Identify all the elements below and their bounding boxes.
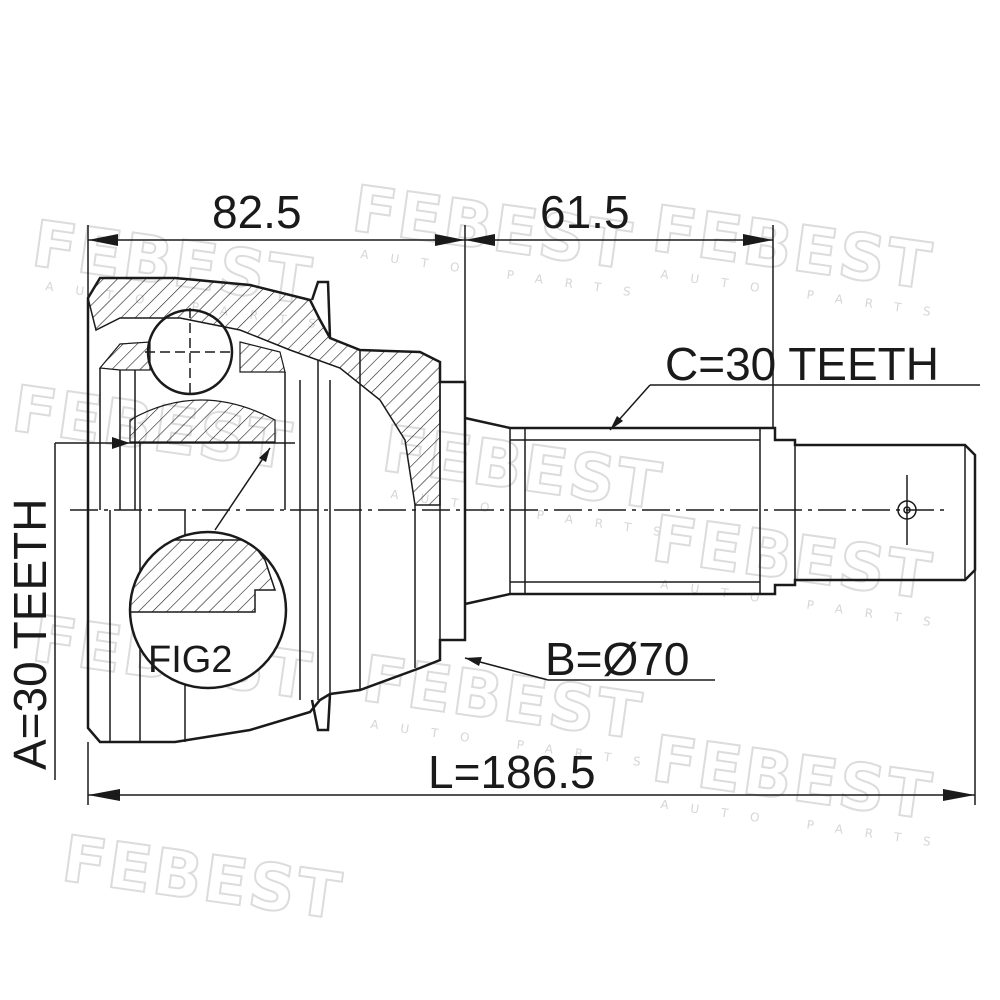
dim-housing-length: 82.5 — [212, 186, 302, 238]
watermark-brand: FEBEST — [58, 823, 347, 935]
dim-spline-a: A=30 TEETH — [4, 499, 56, 770]
outer-housing — [86, 276, 467, 744]
fig2-label: FIG2 — [148, 639, 232, 681]
dimension-labels: 82.5 61.5 C=30 TEETH B=Ø70 L=186.5 A=30 … — [4, 186, 939, 798]
leader-lines — [55, 384, 980, 681]
dim-total-length: L=186.5 — [428, 746, 596, 798]
stub-shaft — [464, 416, 977, 606]
dim-stub-length: 61.5 — [540, 186, 630, 238]
dim-diameter-b: B=Ø70 — [545, 633, 690, 685]
dimension-lines — [54, 225, 976, 805]
fig2-detail: FIG2 — [128, 530, 288, 690]
dim-spline-c: C=30 TEETH — [665, 338, 939, 390]
